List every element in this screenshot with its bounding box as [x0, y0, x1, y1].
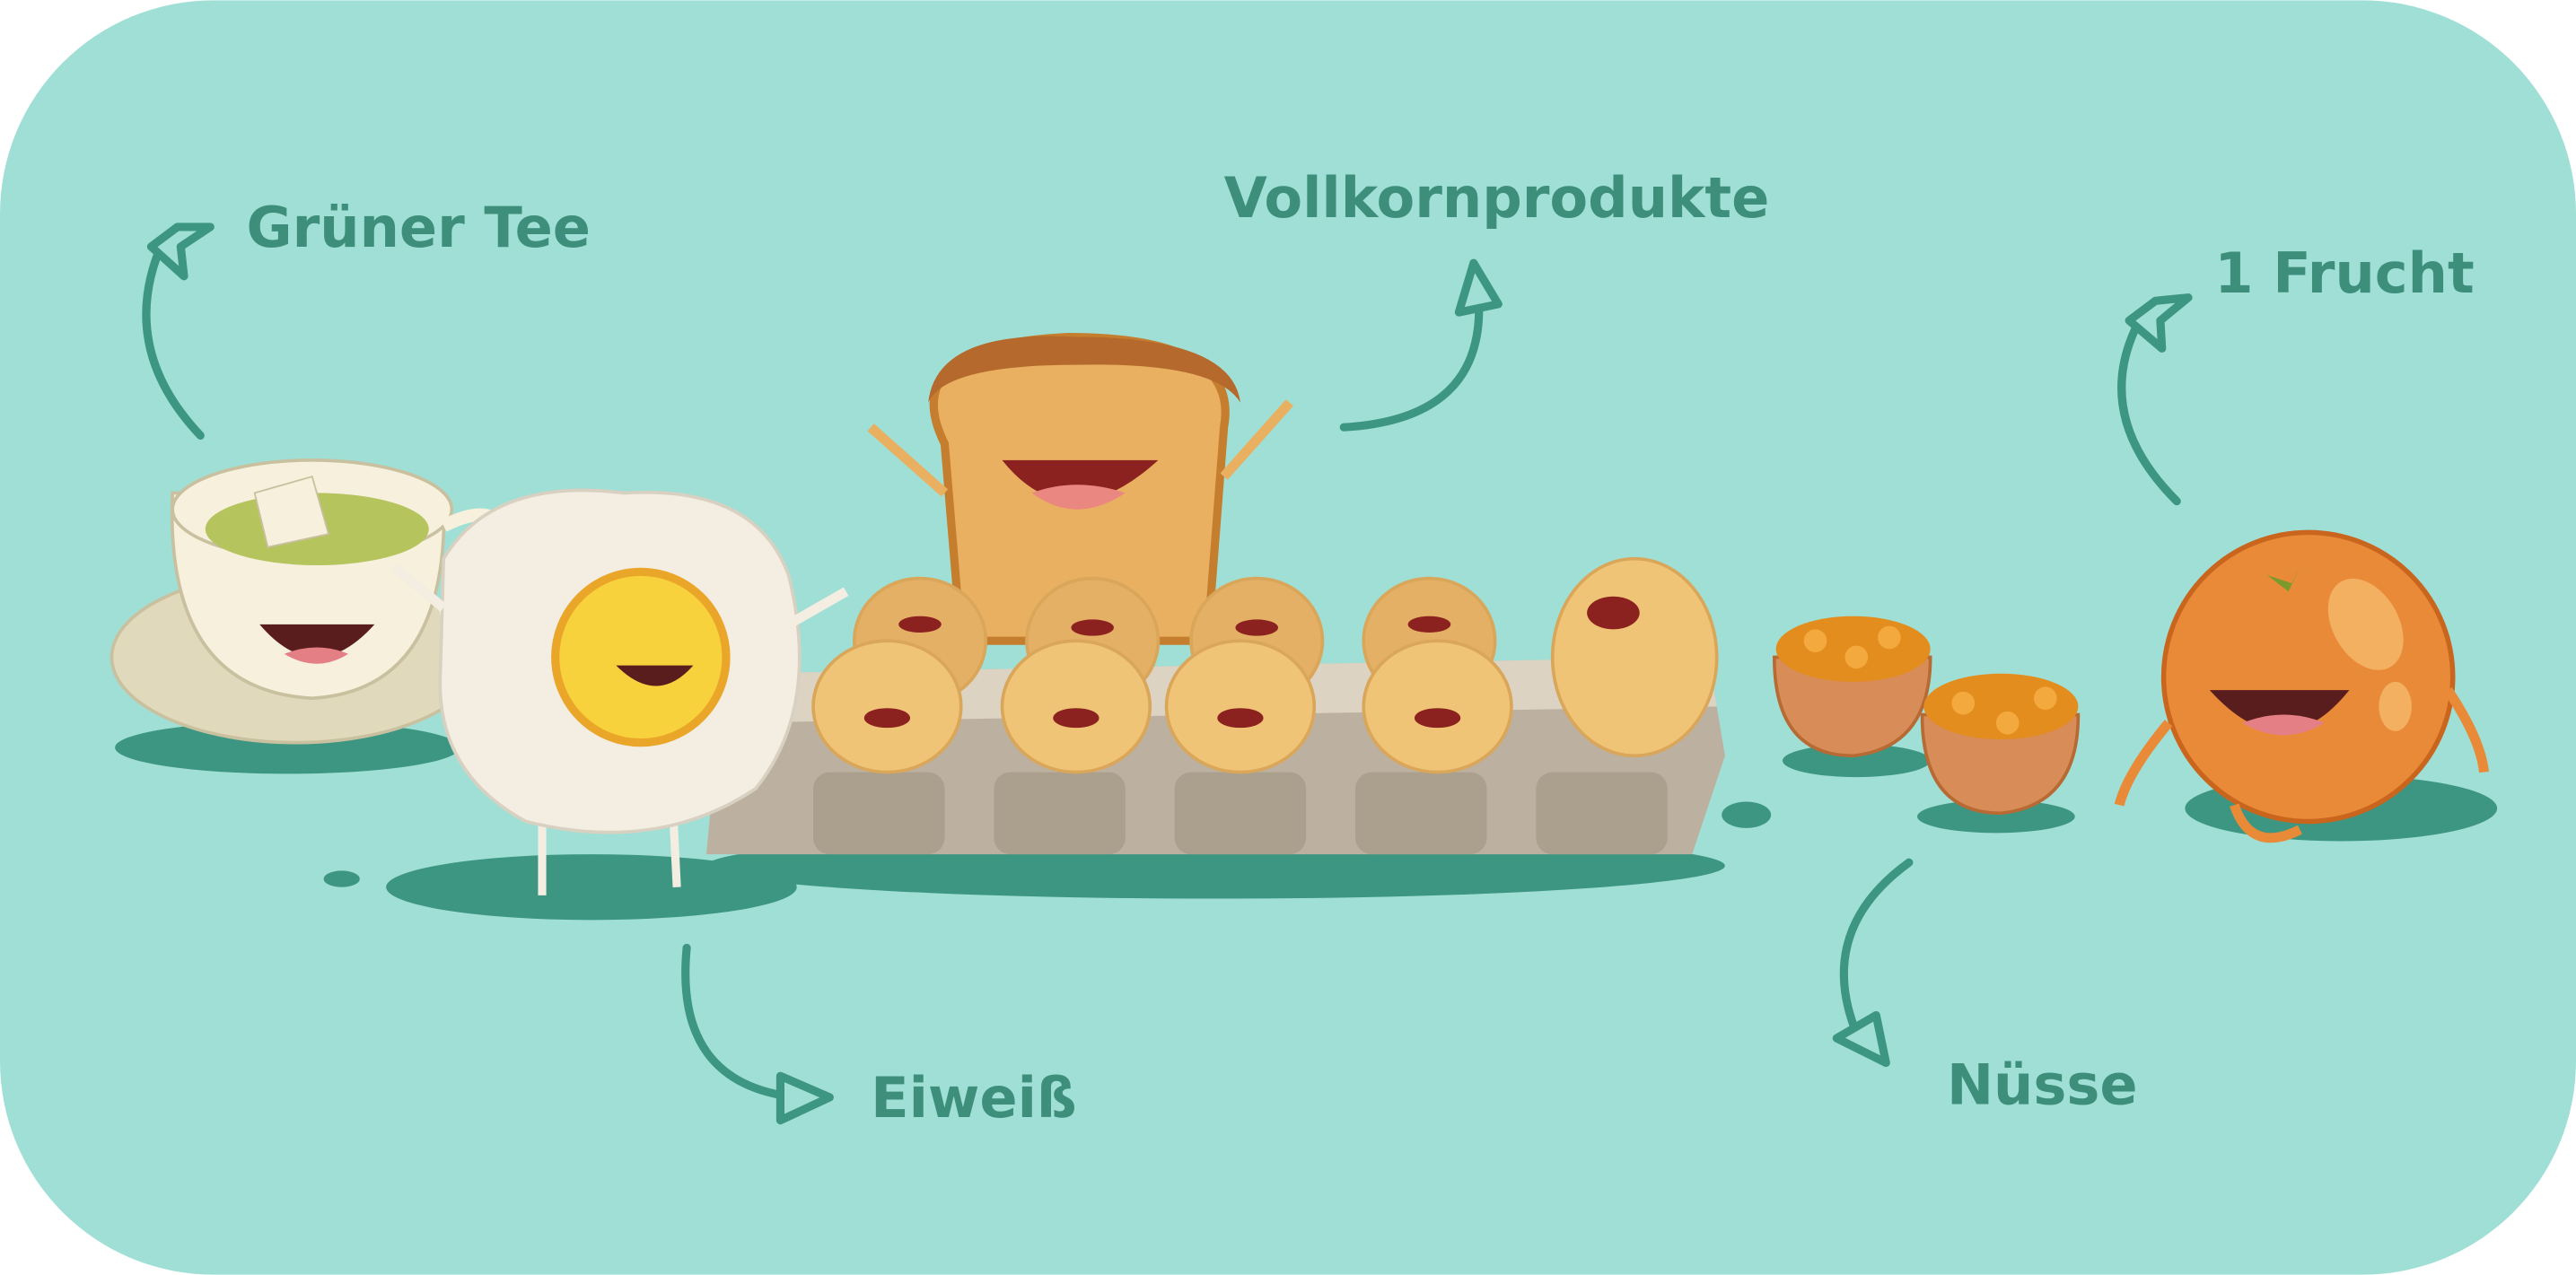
fried-egg-icon — [390, 488, 849, 895]
label-protein: Eiweiß — [871, 1065, 1077, 1131]
label-green-tea: Grüner Tee — [247, 195, 591, 260]
label-nuts: Nüsse — [1947, 1052, 2138, 1117]
nuts-icon — [1772, 616, 2081, 816]
arrow-fruit-icon — [2117, 308, 2181, 506]
orange-fruit-icon — [2114, 529, 2489, 843]
arrow-green-tea-icon — [142, 234, 205, 440]
eggs-group — [811, 556, 1719, 774]
arrow-protein-icon — [681, 943, 802, 1102]
egg-faces — [863, 596, 1640, 729]
label-fruit: 1 Frucht — [2214, 240, 2474, 306]
arrow-whole-grain-icon — [1339, 292, 1484, 432]
arrow-nuts-icon — [1839, 858, 1914, 1056]
label-whole-grain: Vollkornprodukte — [1224, 165, 1770, 231]
green-tea-cup-icon — [110, 458, 516, 745]
arrows — [142, 223, 2193, 1125]
toast-icon — [867, 332, 1293, 645]
